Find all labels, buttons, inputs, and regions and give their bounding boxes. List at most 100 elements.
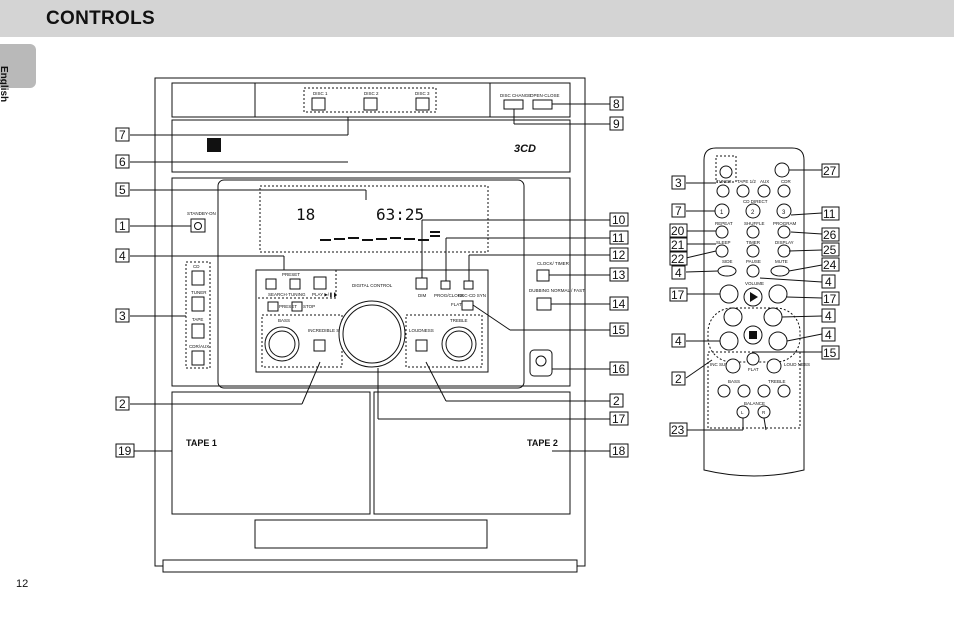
incredible-surround-button[interactable] (313, 339, 326, 352)
source-tuner-button[interactable] (191, 296, 205, 312)
remote-tape-label: TAPE 1/2 (737, 179, 756, 184)
remote-pause-button[interactable] (746, 264, 760, 278)
dubbing-label: DUBBING NORMAL / FAST (529, 288, 585, 293)
callout-16: 16 (612, 362, 626, 376)
callout-10: 10 (612, 213, 626, 227)
tape1-label: TAPE 1 (186, 438, 217, 448)
volume-knob[interactable] (338, 300, 406, 368)
remote-loud-label: LOUD NESS (784, 362, 810, 367)
clock-timer-button[interactable] (536, 269, 550, 282)
remote-program-button[interactable] (777, 225, 791, 239)
remote-rewind-button[interactable] (719, 331, 739, 351)
disc2-button[interactable] (363, 97, 378, 111)
loudness-label: LOUDNESS (409, 328, 434, 333)
disc1-button[interactable] (311, 97, 326, 111)
disc-change-label: DISC CHANGE (500, 93, 531, 98)
flat-button[interactable] (461, 300, 474, 311)
remote-display-label: DISPLAY (775, 240, 794, 245)
preset2-label: PRESET (279, 304, 297, 309)
remote-tape-button[interactable] (736, 184, 750, 198)
remote-treble-down[interactable] (757, 384, 771, 398)
remote-display-button[interactable] (777, 244, 791, 258)
remote-callout-22: 22 (671, 252, 685, 266)
dim-button[interactable] (415, 277, 428, 290)
stop-icon (749, 331, 757, 339)
remote-side-button[interactable] (717, 265, 737, 277)
source-cd-button[interactable] (191, 270, 205, 286)
stop-button[interactable] (291, 301, 303, 312)
callout-15: 15 (612, 323, 626, 337)
remote-bass-down[interactable] (717, 384, 731, 398)
remote-standby-button[interactable] (774, 162, 790, 178)
treble-knob[interactable] (441, 326, 477, 362)
open-close-button[interactable] (532, 99, 553, 110)
remote-callout-4e: 4 (825, 328, 832, 342)
callout-11: 11 (612, 231, 625, 245)
remote-timer-button[interactable] (746, 244, 760, 258)
preset-button[interactable] (267, 301, 279, 312)
callout-7: 7 (119, 128, 126, 142)
remote-tuner-label: TUNER (716, 179, 732, 184)
remote-cdr-button[interactable] (777, 184, 791, 198)
remote-aux-button[interactable] (757, 184, 771, 198)
open-close-label: OPEN·CLOSE (530, 93, 560, 98)
remote-2-label: 2 (751, 210, 755, 216)
remote-shuffle-button[interactable] (746, 225, 760, 239)
rec-cd-syn-button[interactable] (463, 280, 474, 290)
unit-base (162, 559, 578, 573)
prog-clock-button[interactable] (440, 280, 451, 290)
remote-prev-button[interactable] (723, 307, 743, 327)
callout-8: 8 (613, 97, 620, 111)
remote-bass-up[interactable] (737, 384, 751, 398)
remote-balance-label: BALANCE (744, 401, 765, 406)
remote-volume-label: VOLUME (745, 281, 764, 286)
remote-callout-3: 3 (675, 176, 682, 190)
source-cdr-button[interactable] (191, 350, 205, 366)
callout-18: 18 (612, 444, 626, 458)
remote-volume-down[interactable] (719, 284, 739, 304)
remote-cd-direct-label: CD DIRECT (743, 199, 768, 204)
remote-next-button[interactable] (763, 307, 783, 327)
disc1-label: DISC 1 (313, 91, 328, 96)
source-tape-button[interactable] (191, 323, 205, 339)
remote-cd-button[interactable] (719, 165, 733, 179)
remote-callout-23: 23 (671, 423, 685, 437)
remote-3-button[interactable] (776, 203, 792, 219)
remote-sleep-button[interactable] (715, 244, 729, 258)
incredible-surround-label: INCREDIBLE SURROUND (308, 328, 363, 333)
disc3-button[interactable] (415, 97, 430, 111)
next-button[interactable] (289, 278, 301, 290)
remote-callout-2: 2 (675, 372, 682, 386)
standby-button[interactable] (190, 218, 206, 233)
remote-repeat-label: REPEAT (715, 221, 733, 226)
prev-button[interactable] (265, 278, 277, 290)
remote-bass-label: BASS (728, 379, 740, 384)
disc-change-button[interactable] (503, 99, 524, 110)
digital-control-label: DIGITAL CONTROL (352, 283, 393, 288)
remote-treble-up[interactable] (777, 384, 791, 398)
remote-pause-label: PAUSE (746, 259, 761, 264)
unit-leader-lines (130, 103, 610, 452)
page-number: 12 (16, 578, 29, 590)
standby-label: STANDBY-ON (187, 211, 216, 216)
remote-ffwd-button[interactable] (768, 331, 788, 351)
callout-9: 9 (613, 117, 620, 131)
remote-flat-button[interactable] (746, 352, 760, 366)
dubbing-button[interactable] (536, 297, 552, 311)
remote-tuner-button[interactable] (716, 184, 730, 198)
remote-callout-4b: 4 (675, 334, 682, 348)
callout-12: 12 (612, 248, 626, 262)
bass-knob[interactable] (264, 326, 300, 362)
remote-mute-button[interactable] (770, 265, 790, 277)
remote-loudness-button[interactable] (766, 358, 782, 374)
callout-5: 5 (119, 183, 126, 197)
remote-volume-up[interactable] (768, 284, 788, 304)
remote-inc-surr-button[interactable] (725, 358, 741, 374)
remote-L-label: L (741, 410, 744, 415)
loudness-button[interactable] (415, 339, 428, 352)
play-icon (750, 292, 758, 302)
play-pause-button[interactable] (313, 276, 327, 290)
remote-2-button[interactable] (745, 203, 761, 219)
remote-repeat-button[interactable] (715, 225, 729, 239)
bass-label: BASS (278, 318, 290, 323)
